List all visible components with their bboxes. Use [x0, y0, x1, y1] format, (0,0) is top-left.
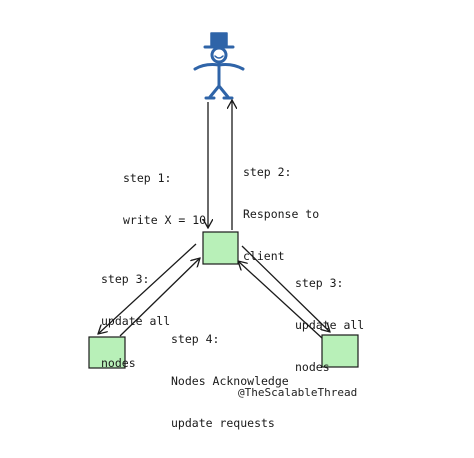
step3-left-text-line1: update all [101, 314, 171, 328]
step2-label: step 2: Response to client [243, 137, 319, 291]
leader-node [202, 231, 239, 265]
step3-right-text-line2: nodes [295, 360, 330, 374]
diagram-svg [88, 32, 359, 369]
step1-title: step 1: [123, 171, 172, 185]
arrow-step4-right-ack [238, 261, 323, 339]
step3-right-label: step 3: update all nodes [295, 248, 364, 402]
step2-text-line2: client [243, 249, 285, 263]
arrow-step3-left [98, 243, 197, 334]
arrow-step4-left-ack [119, 258, 200, 337]
step4-text-line1: Nodes Acknowledge [171, 374, 289, 388]
step3-right-title: step 3: [295, 276, 344, 290]
step2-text-line1: Response to [243, 207, 320, 221]
step3-left-label: step 3: update all nodes [101, 244, 170, 398]
step4-label: step 4: Nodes Acknowledge update request… [171, 304, 289, 458]
follower-node-right [321, 334, 359, 368]
step3-left-text-line2: nodes [101, 356, 136, 370]
credit-text: @TheScalableThread [238, 386, 358, 399]
step1-label: step 1: write X = 10 [123, 143, 206, 255]
step4-title: step 4: [171, 332, 220, 346]
step4-text-line2: update requests [171, 416, 275, 430]
follower-node-left [88, 336, 126, 369]
step3-right-text-line1: update all [295, 318, 365, 332]
step2-title: step 2: [243, 165, 292, 179]
diagram-canvas: step 1: write X = 10 step 2: Response to… [88, 32, 364, 430]
client-figure-icon [193, 32, 245, 100]
step1-text: write X = 10 [123, 213, 207, 227]
step3-left-title: step 3: [101, 272, 150, 286]
arrow-step3-right [241, 245, 330, 332]
